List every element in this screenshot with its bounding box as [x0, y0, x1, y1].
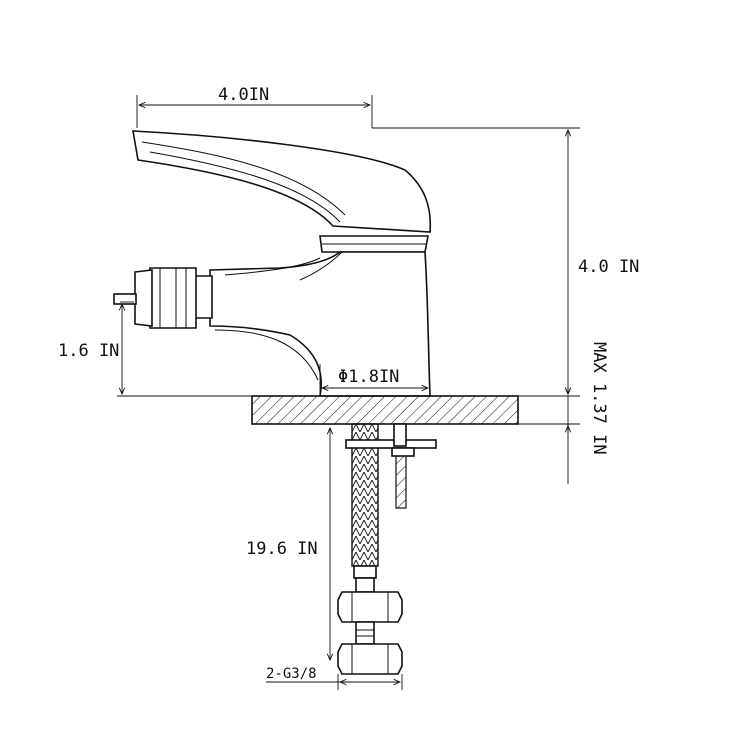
spout-height-label: 1.6 IN — [58, 341, 119, 361]
hose-length-label: 19.6 IN — [246, 539, 318, 559]
spout-nut — [149, 267, 197, 329]
top-width-label: 4.0IN — [218, 85, 269, 105]
supply-hose-braided — [337, 423, 437, 675]
spout-connector — [194, 275, 213, 319]
main-body — [209, 251, 431, 397]
hose-nut-lower — [337, 643, 403, 675]
spout-aerator — [134, 269, 153, 327]
lever-handle — [132, 130, 432, 233]
dimension-lines — [117, 95, 580, 690]
deck-thickness-label: MAX 1.37 IN — [589, 342, 609, 455]
deck-plate — [251, 395, 519, 425]
base-diameter-label: Φ1.8IN — [338, 367, 399, 387]
total-height-label: 4.0 IN — [578, 257, 639, 277]
faucet-body — [113, 130, 432, 397]
hose-nut-upper — [337, 591, 403, 623]
hose-connection-label: 2-G3/8 — [266, 666, 317, 682]
mounting-stud — [391, 423, 415, 509]
